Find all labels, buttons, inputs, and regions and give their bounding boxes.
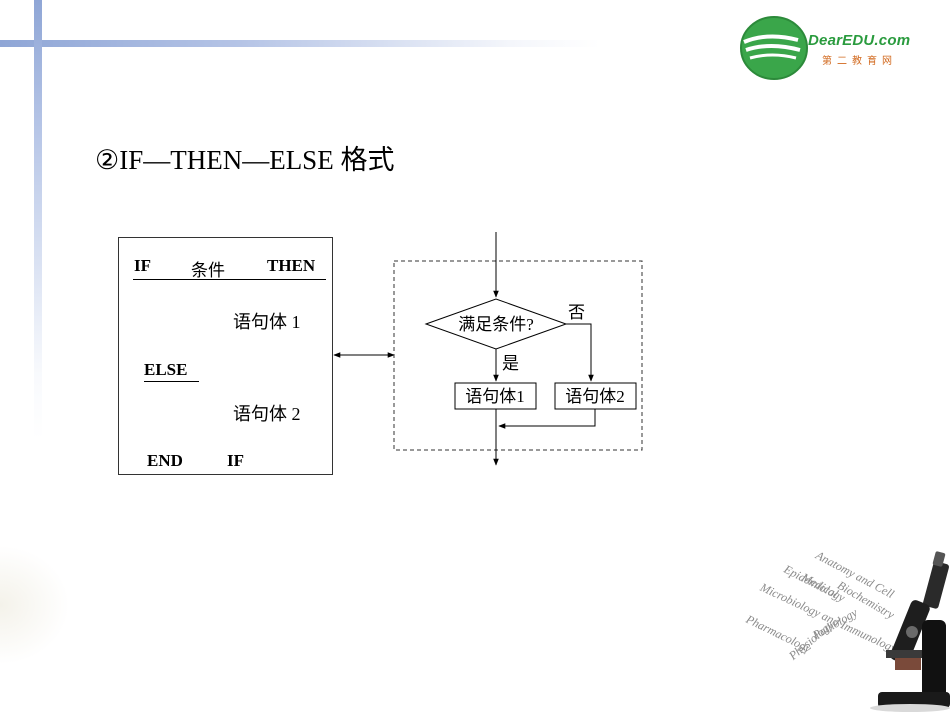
merge-arrow <box>498 409 596 429</box>
dearedu-logo: DearEDU.com 第二教育网 <box>738 12 938 82</box>
end-keyword: END <box>147 451 183 470</box>
no-arrow <box>566 323 594 382</box>
statement-1: 语句体 1 <box>233 312 301 332</box>
else-keyword: ELSE <box>144 360 188 379</box>
microscope-icon <box>870 551 950 712</box>
if-then-else-syntax-box: IF 条件 THEN 语句体 1 ELSE 语句体 2 END IF <box>118 237 333 475</box>
then-keyword: THEN <box>267 256 316 275</box>
condition-text: 条件 <box>191 261 225 280</box>
section-heading: ②IF—THEN—ELSE 格式 <box>95 145 395 175</box>
decorative-horizontal-bar <box>0 40 600 47</box>
statement-2-box <box>554 382 637 410</box>
statement-2: 语句体 2 <box>233 404 301 424</box>
yes-label: 是 <box>502 354 519 373</box>
no-label: 否 <box>568 303 585 322</box>
logo-sub-text: 第二教育网 <box>822 56 897 67</box>
endif-keyword: IF <box>227 451 244 470</box>
decorative-blob <box>0 545 70 665</box>
medical-illustration: Anatomy and Cell Biochemistry Microbiolo… <box>744 540 950 713</box>
globe-logo-icon <box>740 16 808 80</box>
logo-brand-text: DearEDU.com <box>808 32 911 49</box>
dashed-flowchart-frame <box>393 260 643 451</box>
if-underline <box>133 279 326 280</box>
if-keyword: IF <box>134 256 151 275</box>
statement-1-box-label: 语句体1 <box>465 387 525 406</box>
decision-label: 满足条件? <box>458 315 534 334</box>
statement-2-box-label: 语句体2 <box>565 387 625 406</box>
decorative-vertical-bar <box>34 0 42 440</box>
else-underline <box>144 381 199 382</box>
